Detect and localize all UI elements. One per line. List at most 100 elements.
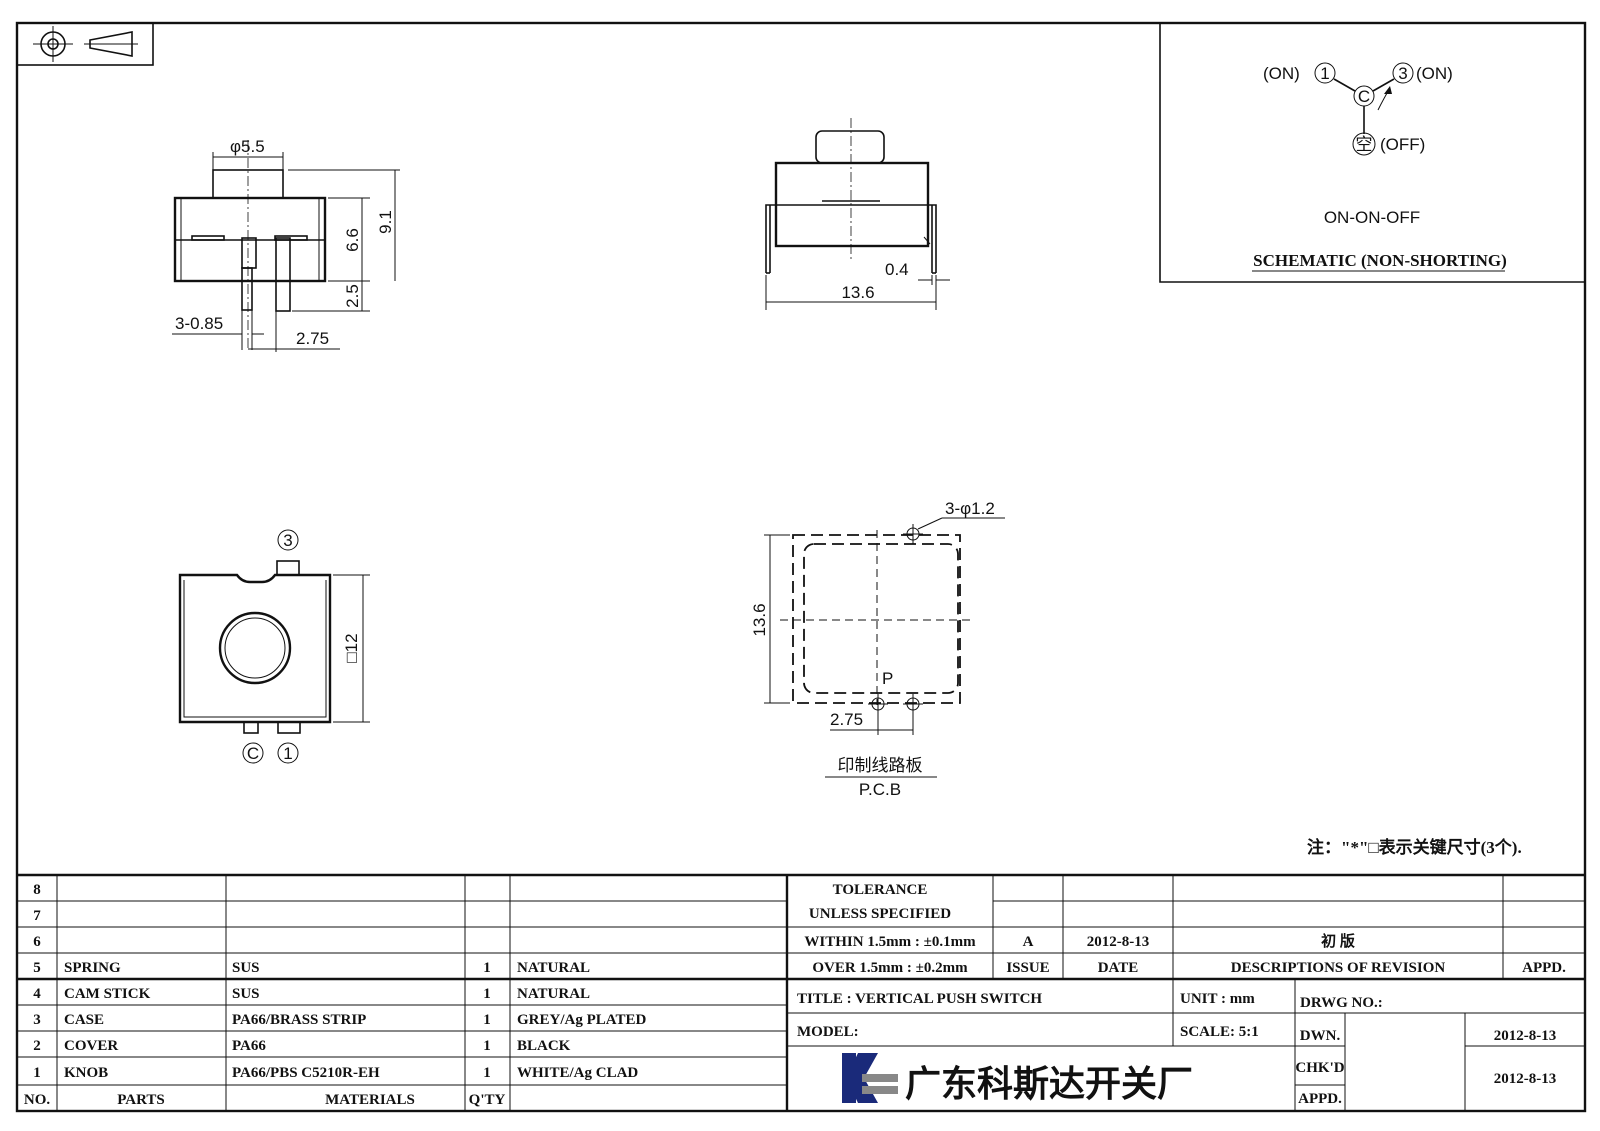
schematic-off-circle (1352, 132, 1376, 156)
parts-row-1: 1 KNOB PA66/PBS C5210R-EH 1 WHITE/Ag CLA… (33, 1065, 638, 1081)
parts-row-finish: NATURAL (517, 986, 590, 1002)
schematic-pin1-label: (ON) (1263, 64, 1300, 83)
projection-symbol (16, 22, 154, 66)
unit-text: UNIT : mm (1180, 991, 1255, 1007)
parts-row-qty: 1 (483, 1065, 491, 1081)
schematic-common: C (1358, 87, 1370, 106)
parts-row-finish: NATURAL (517, 960, 590, 976)
title-block (17, 873, 1585, 1111)
bottom-pin1: 1 (283, 744, 292, 763)
dim-pin-len: 2.5 (343, 284, 362, 308)
parts-row-part: CAM STICK (64, 986, 151, 1002)
revision-h-issue: ISSUE (1006, 960, 1049, 976)
header-no: NO. (24, 1092, 51, 1108)
chkd-text: CHK'D (1295, 1060, 1344, 1076)
dim-pin-thick: 0.4 (885, 260, 909, 279)
parts-row-part: SPRING (64, 960, 121, 976)
dim-holes: 3-φ1.2 (945, 499, 995, 518)
schematic-pin1-num: 1 (1320, 64, 1329, 83)
dim-width-front: 13.6 (841, 283, 874, 302)
parts-row-4: 4 CAM STICK SUS 1 NATURAL (33, 986, 590, 1002)
parts-row-material: SUS (232, 986, 260, 1002)
header-materials: MATERIALS (325, 1092, 415, 1108)
parts-row-5: 5 SPRING SUS 1 NATURAL (33, 960, 590, 976)
company-logo (842, 1053, 898, 1103)
title-text: TITLE : VERTICAL PUSH SWITCH (797, 991, 1042, 1007)
header-parts: PARTS (117, 1092, 165, 1108)
parts-row-no: 7 (33, 908, 41, 924)
bottom-pin3: 3 (283, 531, 292, 550)
revision-block: A 2012-8-13 初 版 ISSUE DATE DESCRIPTIONS … (1006, 932, 1566, 976)
tolerance-line1: TOLERANCE (833, 882, 928, 898)
parts-row-7: 7 (33, 908, 41, 924)
revision-h-date: DATE (1098, 960, 1139, 976)
schematic-pin1-circle (1314, 62, 1336, 84)
parts-row-6: 6 (33, 934, 41, 950)
bottom-pinC: C (247, 744, 259, 763)
parts-row-no: 3 (33, 1012, 41, 1028)
dim-pitch-side: 2.75 (296, 329, 329, 348)
schematic-mode: ON-ON-OFF (1324, 208, 1420, 227)
front-view: 13.6 0.4 (765, 118, 950, 310)
model-text: MODEL: (797, 1024, 859, 1040)
parts-row-qty: 1 (483, 1038, 491, 1054)
parts-row-qty: 1 (483, 986, 491, 1002)
dwn-date: 2012-8-13 (1494, 1028, 1557, 1044)
parts-row-2: 2 COVER PA66 1 BLACK (33, 1038, 570, 1054)
scale-text: SCALE: 5:1 (1180, 1024, 1259, 1040)
parts-row-3: 3 CASE PA66/BRASS STRIP 1 GREY/Ag PLATED (33, 1012, 646, 1028)
parts-row-material: PA66/BRASS STRIP (232, 1012, 366, 1028)
parts-row-part: COVER (64, 1038, 118, 1054)
dim-pcb-height: 13.6 (750, 603, 769, 636)
dim-pcb-pitch: 2.75 (830, 710, 863, 729)
pcb-cn: 印制线路板 (838, 756, 923, 775)
drwg-text: DRWG NO.: (1300, 995, 1383, 1011)
dim-height-body: 6.6 (343, 228, 362, 252)
title-texts: TITLE : VERTICAL PUSH SWITCH UNIT : mm D… (797, 991, 1556, 1107)
pcb-en: P.C.B (859, 780, 901, 799)
schematic-caption: SCHEMATIC (NON-SHORTING) (1253, 251, 1507, 270)
parts-row-material: PA66 (232, 1038, 266, 1054)
parts-row-qty: 1 (483, 960, 491, 976)
revision-issue: A (1023, 934, 1034, 950)
revision-h-desc: DESCRIPTIONS OF REVISION (1231, 960, 1446, 976)
revision-h-appd: APPD. (1522, 960, 1566, 976)
parts-row-material: PA66/PBS C5210R-EH (232, 1065, 380, 1081)
parts-row-finish: GREY/Ag PLATED (517, 1012, 646, 1028)
parts-row-no: 2 (33, 1038, 41, 1054)
parts-row-finish: WHITE/Ag CLAD (517, 1065, 638, 1081)
pcb-layout: 3-φ1.2 P 13.6 2.75 印制线路板 P.C.B (750, 499, 1005, 799)
chkd-date: 2012-8-13 (1494, 1071, 1557, 1087)
schematic-off-char: 空 (1356, 135, 1373, 154)
dim-pin-width: 3-0.85 (175, 314, 223, 333)
schematic-off-label: (OFF) (1380, 135, 1425, 154)
tolerance-line2: UNLESS SPECIFIED (809, 906, 951, 922)
dwn-text: DWN. (1300, 1028, 1341, 1044)
parts-row-no: 1 (33, 1065, 41, 1081)
parts-row-8: 8 (33, 882, 41, 898)
pcb-p-mark: P (882, 669, 893, 688)
schematic-pin3-circle (1392, 62, 1414, 84)
appd-text: APPD. (1298, 1091, 1342, 1107)
parts-row-no: 6 (33, 934, 41, 950)
bottom-view: 3 C 1 □12 (178, 529, 370, 764)
parts-row-part: CASE (64, 1012, 104, 1028)
revision-date: 2012-8-13 (1087, 934, 1150, 950)
tolerance-line3: WITHIN 1.5mm : ±0.1mm (804, 934, 976, 950)
parts-row-no: 4 (33, 986, 41, 1002)
parts-row-no: 5 (33, 960, 41, 976)
revision-desc: 初 版 (1321, 932, 1355, 950)
dim-knob-dia: φ5.5 (230, 137, 265, 156)
dim-height-total: 9.1 (376, 210, 395, 234)
schematic-pin3-label: (ON) (1416, 64, 1453, 83)
parts-row-finish: BLACK (517, 1038, 571, 1054)
parts-row-part: KNOB (64, 1065, 108, 1081)
parts-header: NO. PARTS MATERIALS Q'TY (24, 1092, 506, 1108)
parts-table: 8 7 6 5 SPRING SUS 1 NATURAL 4 CAM STICK… (24, 882, 647, 1108)
header-qty: Q'TY (469, 1092, 506, 1108)
company-name: 广东科斯达开关厂 (905, 1064, 1193, 1105)
note-text: 注："*"□表示关键尺寸(3个). (1307, 837, 1522, 857)
parts-row-no: 8 (33, 882, 41, 898)
schematic-box: (ON) 1 3 (ON) C 空 (OFF) ON-ON-OFF SCHEMA… (1159, 23, 1585, 283)
